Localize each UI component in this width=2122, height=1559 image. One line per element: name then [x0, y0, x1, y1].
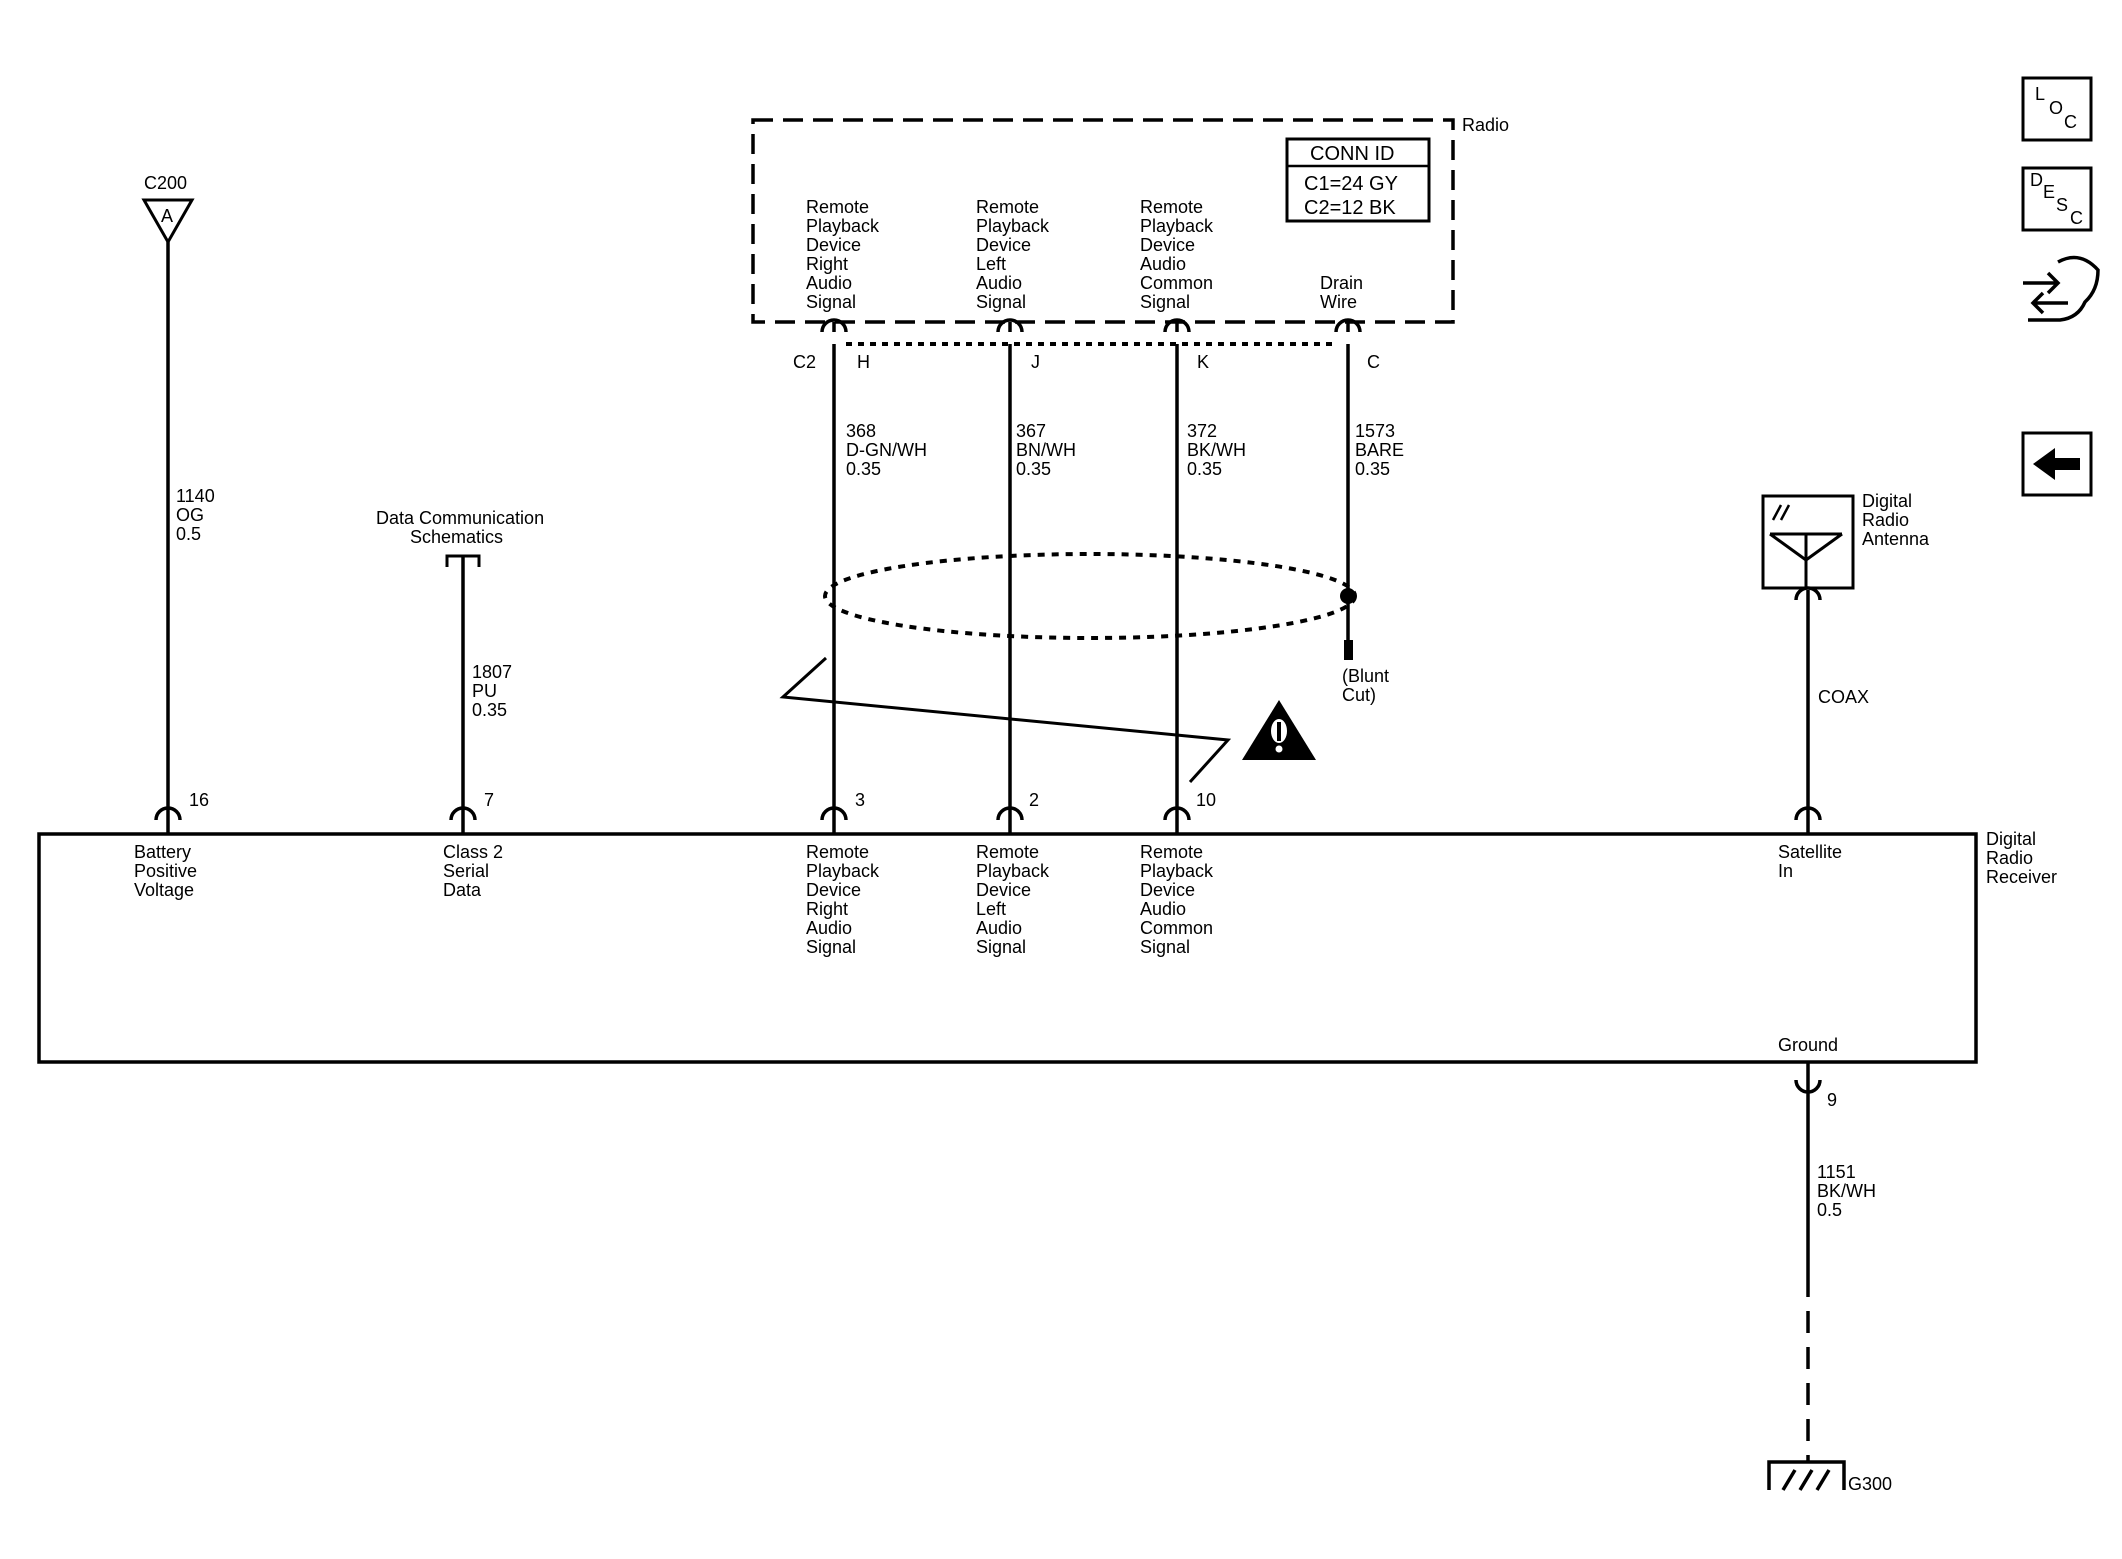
desc-button[interactable]: D E S C	[2021, 166, 2093, 232]
coax-label: COAX	[1818, 687, 1869, 707]
radio-module-box	[751, 118, 1455, 324]
antenna-icon	[1761, 494, 1855, 590]
svg-text:S: S	[2056, 195, 2068, 215]
c200-triangle	[141, 198, 195, 246]
radio-pin-j-label: Remote Playback Device Left Audio Signal	[976, 197, 1054, 312]
svg-text:D: D	[2030, 170, 2043, 190]
shield-ellipse	[823, 552, 1357, 640]
data-comm-label: Data Communication Schematics	[376, 508, 549, 547]
connector-c2-label: C2	[793, 352, 816, 372]
back-button[interactable]	[2021, 431, 2093, 497]
wire-368-label: 368 D-GN/WH 0.35	[846, 421, 932, 479]
twisted-pair-symbol	[779, 656, 1232, 784]
radio-pin-h-label: Remote Playback Device Right Audio Signa…	[806, 197, 884, 312]
receiver-pin-9: 9	[1827, 1090, 1837, 1110]
pin-c: C	[1367, 352, 1380, 372]
wire-1573-label: 1573 BARE 0.35	[1355, 421, 1409, 479]
radio-title: Radio	[1462, 115, 1509, 135]
receiver-class2-label: Class 2 Serial Data	[443, 842, 508, 900]
warning-icon	[1242, 700, 1316, 760]
blunt-cut-label: (Blunt Cut)	[1342, 666, 1394, 705]
receiver-title: Digital Radio Receiver	[1986, 829, 2057, 887]
receiver-pin-2: 2	[1029, 790, 1039, 810]
c200-label: C200	[144, 173, 187, 193]
receiver-ground-label: Ground	[1778, 1035, 1838, 1055]
receiver-pin-7: 7	[484, 790, 494, 810]
radio-pin-c-label: Drain Wire	[1320, 273, 1368, 312]
conn-c1: C1=24 GY	[1304, 173, 1398, 195]
svg-text:E: E	[2043, 182, 2055, 202]
antenna-connector	[1794, 586, 1822, 601]
antenna-label: Digital Radio Antenna	[1862, 491, 1930, 549]
receiver-battery-label: Battery Positive Voltage	[134, 842, 202, 900]
receiver-box	[37, 832, 1978, 1064]
conn-c2: C2=12 BK	[1304, 197, 1396, 219]
wire-372-label: 372 BK/WH 0.35	[1187, 421, 1251, 479]
receiver-pin-16: 16	[189, 790, 209, 810]
receiver-satellite-label: Satellite In	[1778, 842, 1847, 881]
pin-j: J	[1031, 352, 1040, 372]
receiver-pins	[154, 806, 1822, 834]
ground-g300-label: G300	[1848, 1474, 1892, 1494]
wire-367-label: 367 BN/WH 0.35	[1016, 421, 1081, 479]
svg-text:C: C	[2064, 112, 2077, 132]
receiver-left-audio-label: Remote Playback Device Left Audio Signal	[976, 842, 1054, 957]
c200-pin: A	[161, 206, 173, 226]
wire-1151-label: 1151 BK/WH 0.5	[1817, 1162, 1881, 1220]
audio-wires	[832, 344, 1350, 808]
pin-h: H	[857, 352, 870, 372]
svg-text:C: C	[2070, 208, 2083, 228]
svg-text:L: L	[2035, 84, 2045, 104]
receiver-right-audio-label: Remote Playback Device Right Audio Signa…	[806, 842, 884, 957]
conn-id-header: CONN ID	[1310, 143, 1394, 165]
connector-hand-icon[interactable]	[2023, 255, 2100, 322]
ground-symbol	[1767, 1460, 1846, 1491]
wire-1140-label: 1140 OG 0.5	[176, 486, 220, 544]
back-arrow-icon	[2033, 448, 2080, 480]
radio-pin-k-label: Remote Playback Device Audio Common Sign…	[1140, 197, 1218, 312]
pin-k: K	[1197, 352, 1209, 372]
receiver-pin-10: 10	[1196, 790, 1216, 810]
radio-connector-pins	[820, 318, 1362, 333]
conn-id-box: CONN ID C1=24 GY C2=12 BK	[1285, 137, 1431, 223]
wire-1807-label: 1807 PU 0.35	[472, 662, 517, 720]
blunt-cut-end	[1344, 640, 1353, 660]
loc-button[interactable]: L O C	[2021, 76, 2093, 142]
receiver-common-audio-label: Remote Playback Device Audio Common Sign…	[1140, 842, 1218, 957]
svg-text:O: O	[2049, 98, 2063, 118]
receiver-pin-3: 3	[855, 790, 865, 810]
